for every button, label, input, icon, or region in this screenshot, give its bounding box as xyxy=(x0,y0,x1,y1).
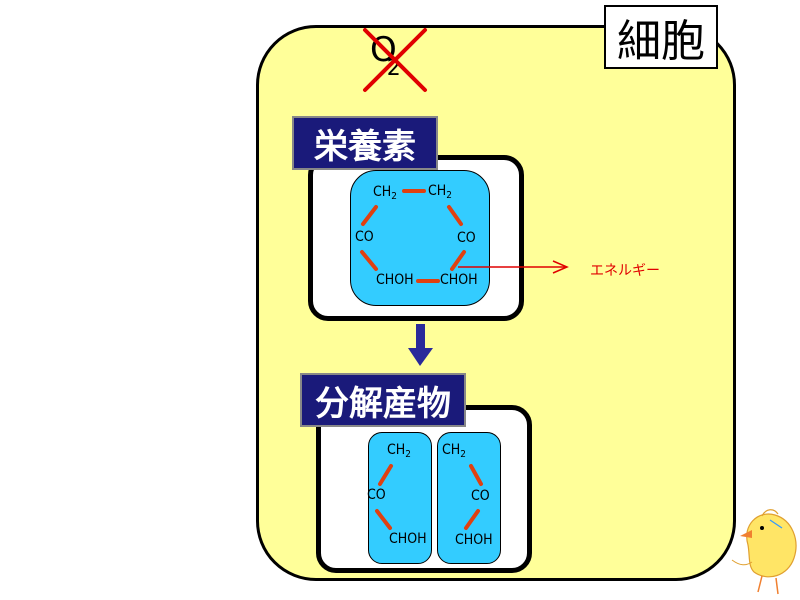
frag-right-top-subscript: 2 xyxy=(460,449,467,460)
frag-left-top-subscript: 2 xyxy=(405,449,412,460)
nutrient-title: 栄養素 xyxy=(292,116,438,170)
product-fragment-left xyxy=(368,432,432,564)
frag-left-bottom: CHOH xyxy=(389,531,427,547)
frag-right-top-formula: CH xyxy=(442,442,461,458)
chick-tear xyxy=(769,519,783,529)
ring-mid-left: CO xyxy=(355,229,374,245)
ring-top-left-subscript: 2 xyxy=(391,191,398,202)
frag-right-mid: CO xyxy=(471,488,490,504)
ring-top-right-subscript: 2 xyxy=(446,190,453,201)
frag-right-top: CH2 xyxy=(442,442,466,460)
chick-eye xyxy=(760,526,764,530)
ring-mid-right: CO xyxy=(457,230,476,246)
chick-beak xyxy=(740,530,752,538)
frag-left-top: CH2 xyxy=(387,442,411,460)
energy-label: エネルギー xyxy=(590,263,660,279)
chick-crest xyxy=(761,509,779,517)
oxygen-symbol: O2 xyxy=(370,30,401,81)
chick-wing xyxy=(731,559,753,566)
frag-left-mid: CO xyxy=(367,487,386,503)
product-title: 分解産物 xyxy=(300,373,466,427)
cell-label: 細胞 xyxy=(604,5,718,69)
frag-right-bottom: CHOH xyxy=(455,532,493,548)
ring-top-right: CH2 xyxy=(428,183,452,201)
ring-top-left: CH2 xyxy=(373,184,397,202)
chick-body xyxy=(746,513,797,578)
frag-left-top-formula: CH xyxy=(387,442,406,458)
ring-bottom-right: CHOH xyxy=(440,272,478,288)
oxygen-subscript: 2 xyxy=(386,56,401,81)
ring-top-right-formula: CH xyxy=(428,183,447,199)
ring-top-left-formula: CH xyxy=(373,184,392,200)
ring-bottom-left: CHOH xyxy=(376,272,414,288)
chick-mascot-icon xyxy=(731,509,797,595)
product-fragment-right xyxy=(437,432,501,564)
chick-legs xyxy=(757,575,779,595)
